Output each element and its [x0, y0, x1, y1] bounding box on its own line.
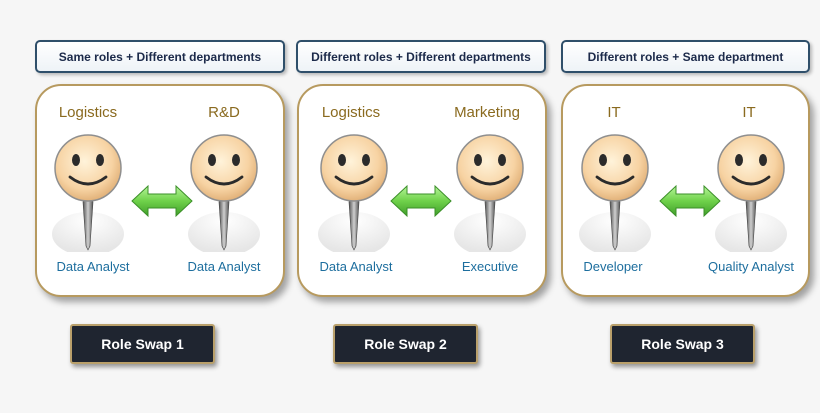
- left-role: Data Analyst: [56, 259, 130, 274]
- smiley-person-icon: [713, 134, 789, 252]
- smiley-person-icon: [452, 134, 528, 252]
- right-role: Quality Analyst: [708, 259, 794, 274]
- right-department: IT: [742, 104, 756, 121]
- right-role: Data Analyst: [187, 259, 261, 274]
- left-role: Data Analyst: [319, 259, 393, 274]
- smiley-person-icon: [316, 134, 392, 252]
- left-department: IT: [607, 104, 621, 121]
- role-swap-3-button[interactable]: Role Swap 3: [610, 324, 755, 364]
- left-department: Logistics: [321, 104, 381, 121]
- left-role: Developer: [583, 259, 643, 274]
- double-arrow-icon: [390, 185, 452, 217]
- right-role: Executive: [461, 259, 519, 274]
- right-department: R&D: [208, 104, 240, 121]
- panel-1: Logistics R&D Data Analyst Data Analyst: [35, 84, 285, 297]
- smiley-person-icon: [577, 134, 653, 252]
- header-panel-1: Same roles + Different departments: [35, 40, 285, 73]
- header-panel-3: Different roles + Same department: [561, 40, 810, 73]
- left-department: Logistics: [58, 104, 118, 121]
- role-swap-1-button[interactable]: Role Swap 1: [70, 324, 215, 364]
- panel-2: Logistics Marketing Data Analyst Executi…: [297, 84, 547, 297]
- panel-3: IT IT Developer Quality Analyst: [561, 84, 810, 297]
- role-swap-2-button[interactable]: Role Swap 2: [333, 324, 478, 364]
- header-panel-2: Different roles + Different departments: [296, 40, 546, 73]
- smiley-person-icon: [50, 134, 126, 252]
- right-department: Marketing: [454, 104, 520, 121]
- smiley-person-icon: [186, 134, 262, 252]
